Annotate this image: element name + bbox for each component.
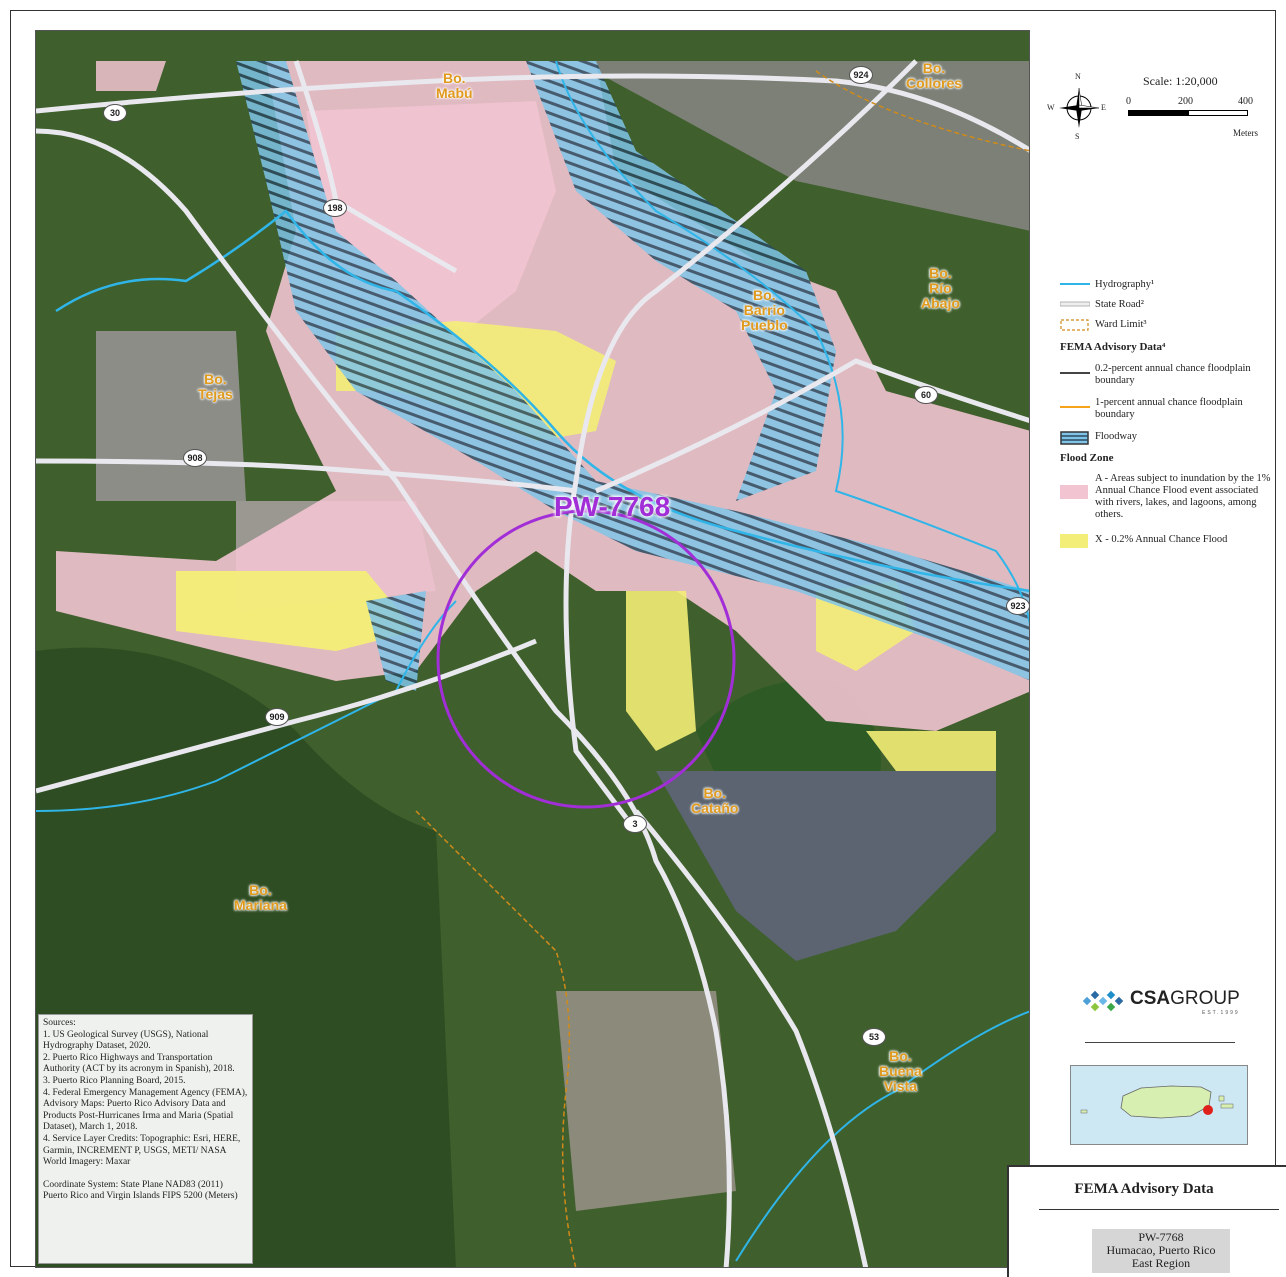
residential-south: [556, 991, 736, 1211]
sources-line: [43, 1169, 248, 1180]
compass-e: E: [1101, 103, 1106, 112]
solar-farm: [656, 771, 996, 961]
sources-line: 4. Federal Emergency Management Agency (…: [43, 1087, 248, 1133]
location-marker: [1203, 1105, 1213, 1115]
legend-label: X - 0.2% Annual Chance Flood: [1095, 534, 1228, 545]
legend-symbol: [1060, 319, 1089, 331]
sources-line: Sources:: [43, 1018, 76, 1028]
legend-symbol: [1060, 534, 1088, 548]
urban-west: [96, 331, 246, 501]
puerto-rico-locator: [1080, 1085, 1234, 1119]
route-shield-30: 30: [103, 104, 127, 122]
divider: [1085, 1042, 1235, 1043]
title-project: PW-7768: [1138, 1230, 1184, 1244]
legend-label: Hydrography¹: [1095, 279, 1155, 290]
route-shield-60: 60: [914, 386, 938, 404]
route-shield-53: 53: [862, 1028, 886, 1046]
project-circle: [436, 509, 736, 809]
state-roads: [36, 59, 1029, 1267]
legend-symbol: [1060, 431, 1089, 445]
legend-label: 1-percent annual chance floodplain bound…: [1095, 397, 1243, 420]
route-shield-908: 908: [183, 449, 207, 467]
legend-fema-heading: FEMA Advisory Data⁴: [1060, 341, 1166, 353]
ward-label-collores: Bo.Collores: [906, 60, 963, 91]
route-shield-923: 923: [1006, 597, 1029, 615]
hydrography-line: [55, 209, 1029, 592]
sources-line: 3. Puerto Rico Planning Board, 2015.: [43, 1075, 186, 1086]
route-shield-924: 924: [849, 66, 873, 84]
legend-label: A - Areas subject to inundation by the 1…: [1095, 473, 1271, 520]
legend-flood-zone-heading: Flood Zone: [1060, 452, 1114, 464]
legend-symbol: [1060, 485, 1088, 499]
title-block: FEMA Advisory Data PW-7768 Humacao, Puer…: [1007, 1165, 1286, 1277]
north-arrow-icon: N S E W: [1047, 72, 1106, 141]
zone-x-area: [176, 571, 416, 651]
sources-line: World Imagery: Maxar: [43, 1157, 131, 1168]
compass-s: S: [1075, 132, 1080, 141]
floodway-area: [236, 61, 1029, 681]
ward-label-catano: Bo.Cataño: [691, 785, 739, 816]
sources-line: Coordinate System: State Plane NAD83 (20…: [43, 1179, 238, 1202]
title-region: East Region: [1131, 1256, 1191, 1270]
legend-symbol: [1060, 283, 1090, 285]
title-details: PW-7768 Humacao, Puerto Rico East Region: [1092, 1229, 1230, 1273]
legend-symbol: [1060, 301, 1090, 307]
legend-label: Floodway: [1095, 431, 1137, 442]
logo-mark-icon: [1082, 990, 1124, 1012]
scale-tick-0: 0: [1126, 96, 1131, 107]
route-shield-3: 3: [623, 815, 647, 833]
scale-bar: [1128, 110, 1248, 116]
scale-bar-box: Scale: 1:20,000 0 200 400 Meters: [1055, 72, 1265, 147]
compass-n: N: [1075, 72, 1081, 81]
legend-label: 0.2-percent annual chance floodplain bou…: [1095, 363, 1251, 386]
title-location: Humacao, Puerto Rico: [1106, 1243, 1216, 1257]
ward-label-tejas: Bo.Tejas: [198, 371, 233, 402]
urban-north: [576, 61, 1029, 231]
ward-label-mabu: Bo.Mabú: [436, 70, 473, 101]
logo-tagline: EST.1999: [1202, 1010, 1240, 1016]
sources-line: 2. Puerto Rico Highways and Transportati…: [43, 1052, 235, 1075]
scale-title: Scale: 1:20,000: [1143, 74, 1218, 88]
legend-symbol: [1060, 372, 1090, 374]
sources-line: 4. Service Layer Credits: Topographic: E…: [43, 1133, 241, 1156]
route-shield-198: 198: [323, 199, 347, 217]
project-label: PW-7768: [554, 491, 671, 522]
scale-tick-400: 400: [1238, 96, 1253, 107]
route-shield-909: 909: [265, 708, 289, 726]
legend-label: Ward Limit³: [1095, 319, 1147, 330]
legend-symbol: [1060, 406, 1090, 408]
sources-box: Sources: 1. US Geological Survey (USGS),…: [38, 1014, 253, 1264]
locator-map: [1070, 1065, 1248, 1145]
compass-w: W: [1047, 103, 1055, 112]
scale-unit: Meters: [1233, 128, 1258, 138]
scale-tick-200: 200: [1178, 96, 1193, 107]
title-main: FEMA Advisory Data: [1074, 1181, 1214, 1197]
ward-limit-line: [415, 810, 577, 1267]
logo-text: CSAGROUP: [1130, 988, 1240, 1009]
legend-label: State Road²: [1095, 299, 1144, 310]
title-rule: [1039, 1209, 1279, 1210]
ward-label-mariana: Bo.Mariana: [234, 882, 287, 913]
sources-line: 1. US Geological Survey (USGS), National…: [43, 1029, 209, 1052]
map-canvas: [36, 31, 1029, 1267]
csa-group-logo: CSAGROUP EST.1999: [1082, 986, 1252, 1016]
